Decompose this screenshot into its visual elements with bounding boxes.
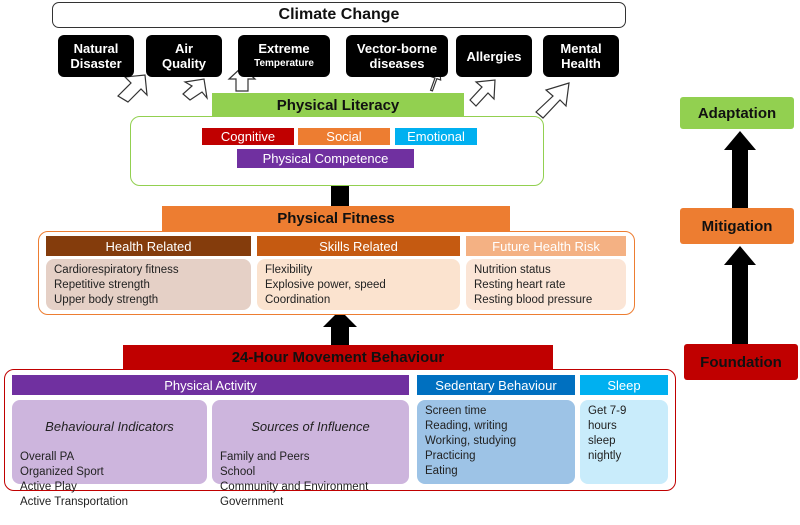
sedentary-behaviour-list: Screen time Reading, writing Working, st… xyxy=(417,400,575,484)
sedentary-behaviour-header: Sedentary Behaviour xyxy=(417,375,575,395)
sleep-list: Get 7-9 hours sleep nightly xyxy=(580,400,668,484)
impact-allergies: Allergies xyxy=(456,35,532,77)
health-related-header: Health Related xyxy=(46,236,251,256)
impact-air-quality: Air Quality xyxy=(146,35,222,77)
foundation-box: Foundation xyxy=(684,344,798,380)
climate-change-title: Climate Change xyxy=(52,2,626,28)
behavioural-indicators-title: Behavioural Indicators xyxy=(45,419,174,434)
sources-of-influence-title: Sources of Influence xyxy=(251,419,370,434)
arrow-to-mental-health xyxy=(535,82,570,119)
adaptation-box: Adaptation xyxy=(680,97,794,129)
arrow-foundation-to-mitigation xyxy=(724,246,756,344)
sources-of-influence-list: Family and Peers School Community and En… xyxy=(220,451,369,508)
arrow-to-natural-disaster xyxy=(117,74,148,103)
movement-title: 24-Hour Movement Behaviour xyxy=(123,345,553,369)
sources-of-influence-box: Sources of Influence Family and Peers Sc… xyxy=(212,400,409,508)
skills-related-header: Skills Related xyxy=(257,236,460,256)
chip-emotional: Emotional xyxy=(395,128,477,145)
chip-social: Social xyxy=(298,128,390,145)
arrow-movement-to-fitness xyxy=(323,310,357,345)
impact-vector-borne-diseases: Vector-borne diseases xyxy=(346,35,448,77)
physical-literacy-title: Physical Literacy xyxy=(212,93,464,117)
future-health-risk-header: Future Health Risk xyxy=(466,236,626,256)
future-health-risk-list: Nutrition status Resting heart rate Rest… xyxy=(466,259,626,310)
arrow-to-air-quality xyxy=(182,78,208,101)
health-related-list: Cardiorespiratory fitness Repetitive str… xyxy=(46,259,251,310)
impact-extreme-temperature: Extreme Temperature xyxy=(238,35,330,77)
sleep-header: Sleep xyxy=(580,375,668,395)
extreme-temperature-title: Extreme xyxy=(258,41,310,56)
impact-mental-health: Mental Health xyxy=(543,35,619,77)
arrow-to-allergies xyxy=(469,79,496,107)
physical-activity-header: Physical Activity xyxy=(12,375,409,395)
behavioural-indicators-box: Behavioural Indicators Overall PA Organi… xyxy=(12,400,207,508)
chip-cognitive: Cognitive xyxy=(202,128,294,145)
extreme-temperature-subtitle: Temperature xyxy=(254,58,314,69)
physical-fitness-title: Physical Fitness xyxy=(162,206,510,231)
skills-related-list: Flexibility Explosive power, speed Coord… xyxy=(257,259,460,310)
behavioural-indicators-list: Overall PA Organized Sport Active Play A… xyxy=(20,451,129,508)
mitigation-box: Mitigation xyxy=(680,208,794,244)
impact-natural-disaster: Natural Disaster xyxy=(58,35,134,77)
arrow-mitigation-to-adaptation xyxy=(724,131,756,208)
chip-physical-competence: Physical Competence xyxy=(237,149,414,168)
